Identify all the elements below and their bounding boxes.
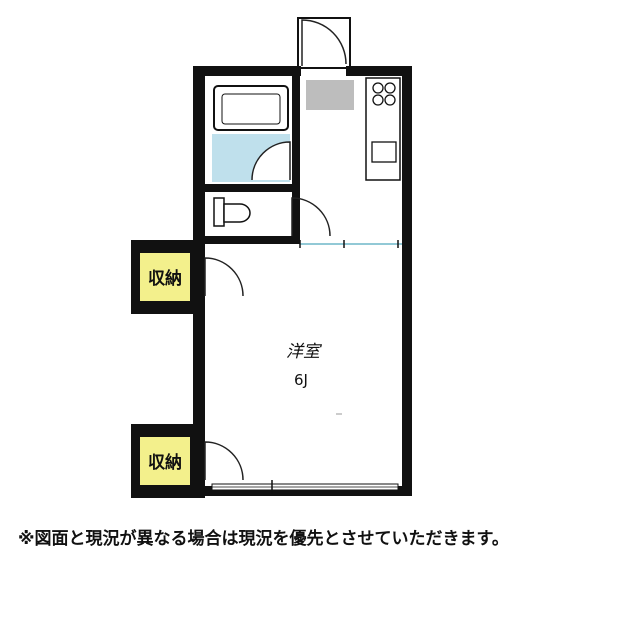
stove-icon: [372, 82, 396, 106]
bathroom: [205, 76, 292, 184]
bath-door-swing: [251, 141, 291, 181]
storage-upper: 収納: [131, 240, 244, 314]
kitchen-counter: [365, 77, 401, 181]
storage-lower: 収納: [131, 424, 244, 498]
bottom-window: [211, 480, 399, 494]
toilet-door-swing: [291, 197, 331, 237]
kitchen: [306, 77, 401, 181]
bathtub: [213, 85, 289, 131]
kitchen-sink-area: [306, 80, 354, 110]
toilet-bowl-icon: [223, 203, 251, 223]
sink-icon: [371, 141, 397, 163]
partition-walls: [205, 76, 300, 244]
bathtub-inner: [221, 93, 281, 125]
toilet-room: [205, 192, 331, 237]
storage-lower-label: 収納: [148, 452, 182, 473]
storage-upper-label: 収納: [148, 268, 182, 289]
toilet-tank-icon: [213, 197, 225, 227]
disclaimer-note: ※図面と現況が異なる場合は現況を優先とさせていただきます。: [18, 529, 509, 549]
kitchen-room-partition: [299, 240, 402, 248]
room-size: 6J: [294, 371, 308, 389]
storage-upper-door-swing: [204, 257, 244, 297]
storage-lower-door-swing: [204, 441, 244, 481]
room-name: 洋室: [286, 342, 323, 362]
entrance-door: [297, 17, 351, 69]
